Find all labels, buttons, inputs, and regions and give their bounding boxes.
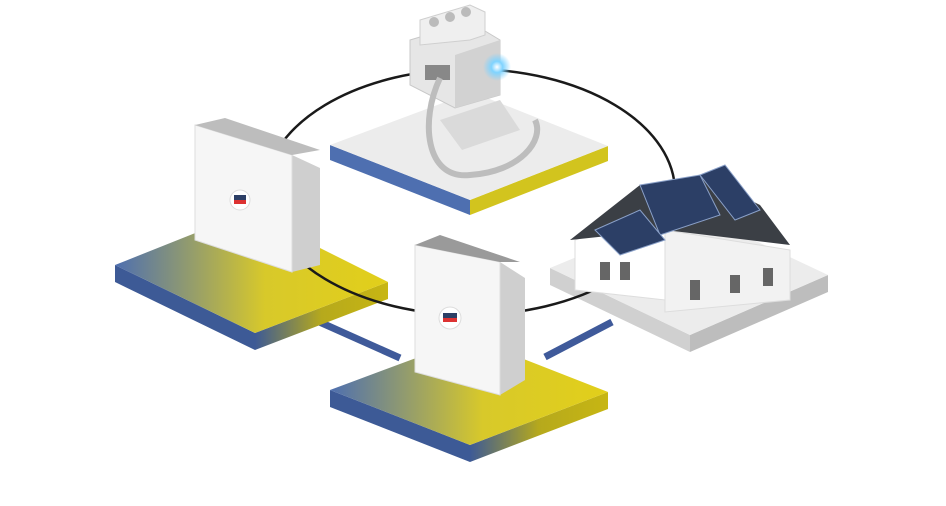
- meter-platform: [330, 92, 608, 215]
- link-bar-left: [313, 316, 402, 362]
- link-bar-right: [543, 318, 614, 361]
- inverter-bottom-icon: [414, 235, 525, 396]
- left-inverter-platform: [115, 212, 388, 350]
- inverter-left-icon: [194, 118, 320, 273]
- link-bars: [313, 316, 614, 362]
- house-with-solar-icon: [570, 164, 791, 313]
- energy-meter-icon: [409, 4, 541, 179]
- bottom-inverter-platform: [330, 338, 608, 462]
